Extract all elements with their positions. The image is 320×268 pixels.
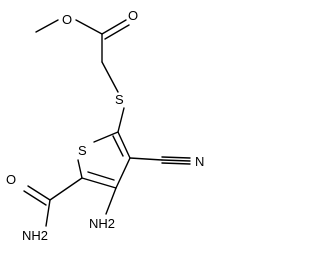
bond-methyl-o	[35, 19, 59, 33]
bond-c4-c3	[115, 157, 131, 189]
atom-n-nitrile: N	[195, 154, 204, 169]
bond-c5-c4-b	[87, 171, 115, 181]
atom-o-methoxy: O	[62, 12, 72, 27]
bond-c5-amide-c	[49, 177, 83, 201]
bond-carbonyl-a	[101, 19, 127, 35]
bond-c3-c2-a	[117, 131, 131, 159]
molecule-structure: O O S S N O NH2 NH2	[6, 8, 204, 243]
bond-c3-cn	[129, 157, 163, 161]
bond-s1-c5	[77, 159, 83, 179]
atom-s-thioether: S	[115, 92, 124, 107]
atom-s-ring: S	[78, 143, 87, 158]
atom-nh2-amide: NH2	[22, 228, 48, 243]
atom-nh2-amino: NH2	[89, 216, 115, 231]
bond-o-ester-carbon	[75, 19, 103, 35]
atom-o-amide: O	[6, 172, 16, 187]
bond-ch2-s	[101, 61, 119, 93]
bond-c3-c2-b	[112, 135, 124, 157]
bond-c2-s1	[93, 131, 119, 143]
bond-nitrile-1	[161, 156, 191, 159]
atom-label-layer: O O S S N O NH2 NH2	[6, 8, 204, 243]
bond-layer	[23, 19, 191, 227]
bond-nitrile-2	[161, 159, 191, 162]
bond-carbonyl-b	[104, 24, 130, 40]
bond-nitrile-3	[161, 162, 191, 165]
bond-amide-co-a	[27, 185, 51, 201]
bond-s-c2	[117, 107, 125, 133]
atom-o-carbonyl: O	[128, 8, 138, 23]
bond-c4-nh2	[105, 187, 117, 215]
bond-amide-co-b	[23, 190, 47, 206]
structure-canvas: O O S S N O NH2 NH2	[6, 8, 204, 243]
bond-c5-c4-a	[81, 177, 117, 189]
bond-amide-cn	[45, 199, 51, 227]
